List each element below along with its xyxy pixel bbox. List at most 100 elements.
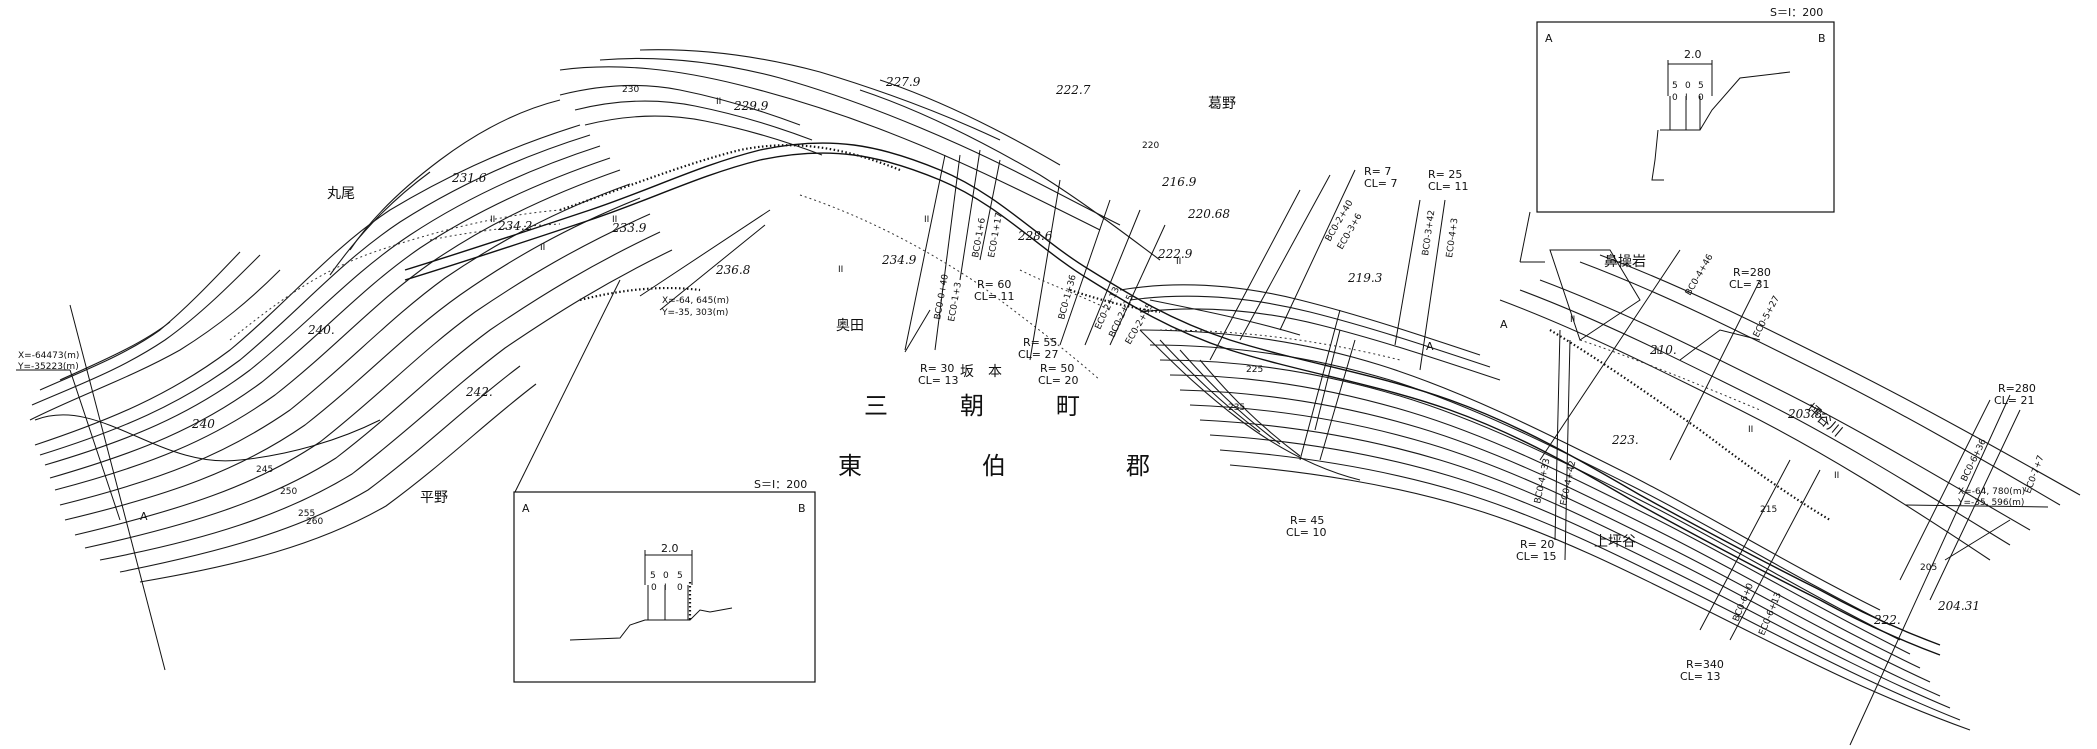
- station-label-4: EC0-1+17: [987, 212, 1005, 259]
- station-label-13: BC0-4+33: [1533, 458, 1552, 505]
- elev-26: 220: [1142, 141, 1159, 151]
- curve-2-r: R= 60: [977, 278, 1011, 291]
- inset-1-sub-1: 0: [651, 583, 657, 593]
- elev-28: 235: [1228, 403, 1245, 413]
- station-label-12: EC0-4+3: [1445, 217, 1460, 258]
- grass-symbol-4: II: [924, 215, 929, 225]
- station-lines: [904, 149, 2021, 746]
- inset-1-scale: S＝Ⅰ：200: [754, 478, 807, 491]
- elev-29: 225: [1246, 365, 1263, 375]
- contours-central: [559, 49, 1501, 381]
- grass-symbol-11: II: [540, 243, 545, 253]
- elev-25: 260: [306, 517, 323, 527]
- curve-11-cl: CL= 13: [1680, 670, 1721, 683]
- station-label-14: EC0-4+42: [1559, 460, 1578, 507]
- elev-21: 240: [191, 417, 215, 431]
- station-label-17: BC0-6+0: [1732, 582, 1756, 623]
- elev-12: 222.9: [1157, 247, 1193, 261]
- station-label-16: EC0-5+27: [1752, 294, 1782, 339]
- elev-9: 228.6: [1017, 229, 1053, 243]
- elevation-labels: 231.6 234.2 233.9 236.8 229.9 227.9 222.…: [191, 75, 1980, 627]
- grass-symbol-7: II: [1570, 315, 1575, 325]
- station-label-3: BC0-1+6: [971, 217, 988, 259]
- inset-2-sub-3: 0: [1698, 93, 1704, 103]
- curve-3-cl: CL= 27: [1018, 348, 1059, 361]
- curve-labels: R= 30 CL= 13 R= 60 CL= 11 R= 55 CL= 27 R…: [918, 165, 2036, 683]
- elev-10: 216.9: [1161, 175, 1197, 189]
- elev-5: 229.9: [733, 99, 769, 113]
- inset-2-scale: S＝Ⅰ：200: [1770, 6, 1823, 19]
- place-hanakurai: 鼻操岩: [1604, 253, 1646, 270]
- curve-7-r: R= 45: [1290, 514, 1324, 527]
- station-label-11: BC0-3+42: [1421, 209, 1437, 256]
- elev-11: 220.68: [1187, 207, 1230, 221]
- coord-left-y: Y=-35223(m): [17, 362, 79, 372]
- inset-1-width: 2.0: [661, 542, 679, 555]
- curve-5-cl: CL= 7: [1364, 177, 1398, 190]
- elev-22: 245: [256, 465, 273, 475]
- contours-west: [29, 84, 823, 583]
- elev-15: 203.8: [1787, 407, 1823, 421]
- curve-1-cl: CL= 13: [918, 374, 959, 387]
- curve-6-cl: CL= 11: [1428, 180, 1469, 193]
- curve-3-r: R= 55: [1023, 336, 1057, 349]
- inset-2-sub-1: 0: [1672, 93, 1678, 103]
- place-sakamoto: 坂 本: [960, 364, 1002, 380]
- curve-5-r: R= 7: [1364, 165, 1391, 178]
- coord-right-x: X=-64, 780(m): [1958, 487, 2025, 497]
- contours-east: [1139, 254, 2081, 731]
- grass-symbol-2: II: [612, 215, 617, 225]
- contours-dotted: [229, 194, 1761, 411]
- station-label-15: BC0-4+46: [1684, 252, 1716, 297]
- elev-20: 242.: [465, 385, 493, 399]
- elev-19: 240.: [307, 323, 335, 337]
- place-kamitsuboya: 上坪谷: [1594, 534, 1636, 550]
- inset-1-dim-2: 0: [663, 571, 669, 581]
- elev-7: 222.7: [1055, 83, 1091, 97]
- inset-1-dim-3: 5: [677, 571, 683, 581]
- station-label-5: BC0-1+36: [1057, 273, 1079, 320]
- curve-10-r: R=280: [1998, 382, 2036, 395]
- inset-2-label-a: A: [1545, 32, 1553, 45]
- curve-1-r: R= 30: [920, 362, 954, 375]
- place-kuzuno: 葛野: [1208, 96, 1236, 112]
- elev-27: 230: [622, 85, 639, 95]
- elev-23: 250: [280, 487, 297, 497]
- section-mark-a-1: A: [140, 510, 148, 523]
- curve-8-r: R= 20: [1520, 538, 1554, 551]
- elev-4: 236.8: [715, 263, 751, 277]
- curve-4-r: R= 50: [1040, 362, 1074, 375]
- grid-lines: [16, 209, 2049, 671]
- place-hirano: 平野: [420, 490, 448, 506]
- curve-11-r: R=340: [1686, 658, 1724, 671]
- coord-left-x: X=-64473(m): [18, 351, 79, 361]
- station-label-18: EC0-6+13: [1758, 591, 1784, 637]
- grass-symbol-5: II: [838, 265, 843, 275]
- elev-17: 222.: [1873, 613, 1901, 627]
- grass-symbol-1: II: [490, 215, 495, 225]
- map-symbols: A A A II II II II II II II II II II II: [140, 97, 1839, 523]
- curve-6-r: R= 25: [1428, 168, 1462, 181]
- elev-30: 215: [1760, 505, 1777, 515]
- elev-1: 231.6: [451, 171, 487, 185]
- inset-2-dim-1: 5: [1672, 81, 1678, 91]
- road-alignment: [34, 142, 1941, 656]
- elev-6: 227.9: [885, 75, 921, 89]
- place-okuda: 奥田: [836, 317, 864, 334]
- grass-symbol-8: II: [1654, 347, 1659, 357]
- inset-2-label-b: B: [1818, 32, 1826, 45]
- grass-symbol-10: II: [1834, 471, 1839, 481]
- inset-2-dim-2: 0: [1685, 81, 1691, 91]
- elev-14: 210.: [1649, 343, 1677, 357]
- coordinate-labels: X=-64473(m) Y=-35223(m) X=-64, 645(m) Y=…: [17, 296, 2025, 508]
- coord-center-x: X=-64, 645(m): [662, 296, 729, 306]
- curve-7-cl: CL= 10: [1286, 526, 1327, 539]
- elev-2: 234.2: [497, 219, 532, 233]
- inset-2-dim-3: 5: [1698, 81, 1704, 91]
- curve-2-cl: CL= 11: [974, 290, 1015, 303]
- inset-leaders: [514, 211, 1545, 493]
- section-mark-a-3: A: [1500, 318, 1508, 331]
- inset-1-label-a: A: [522, 502, 530, 515]
- inset-1-label-b: B: [798, 502, 806, 515]
